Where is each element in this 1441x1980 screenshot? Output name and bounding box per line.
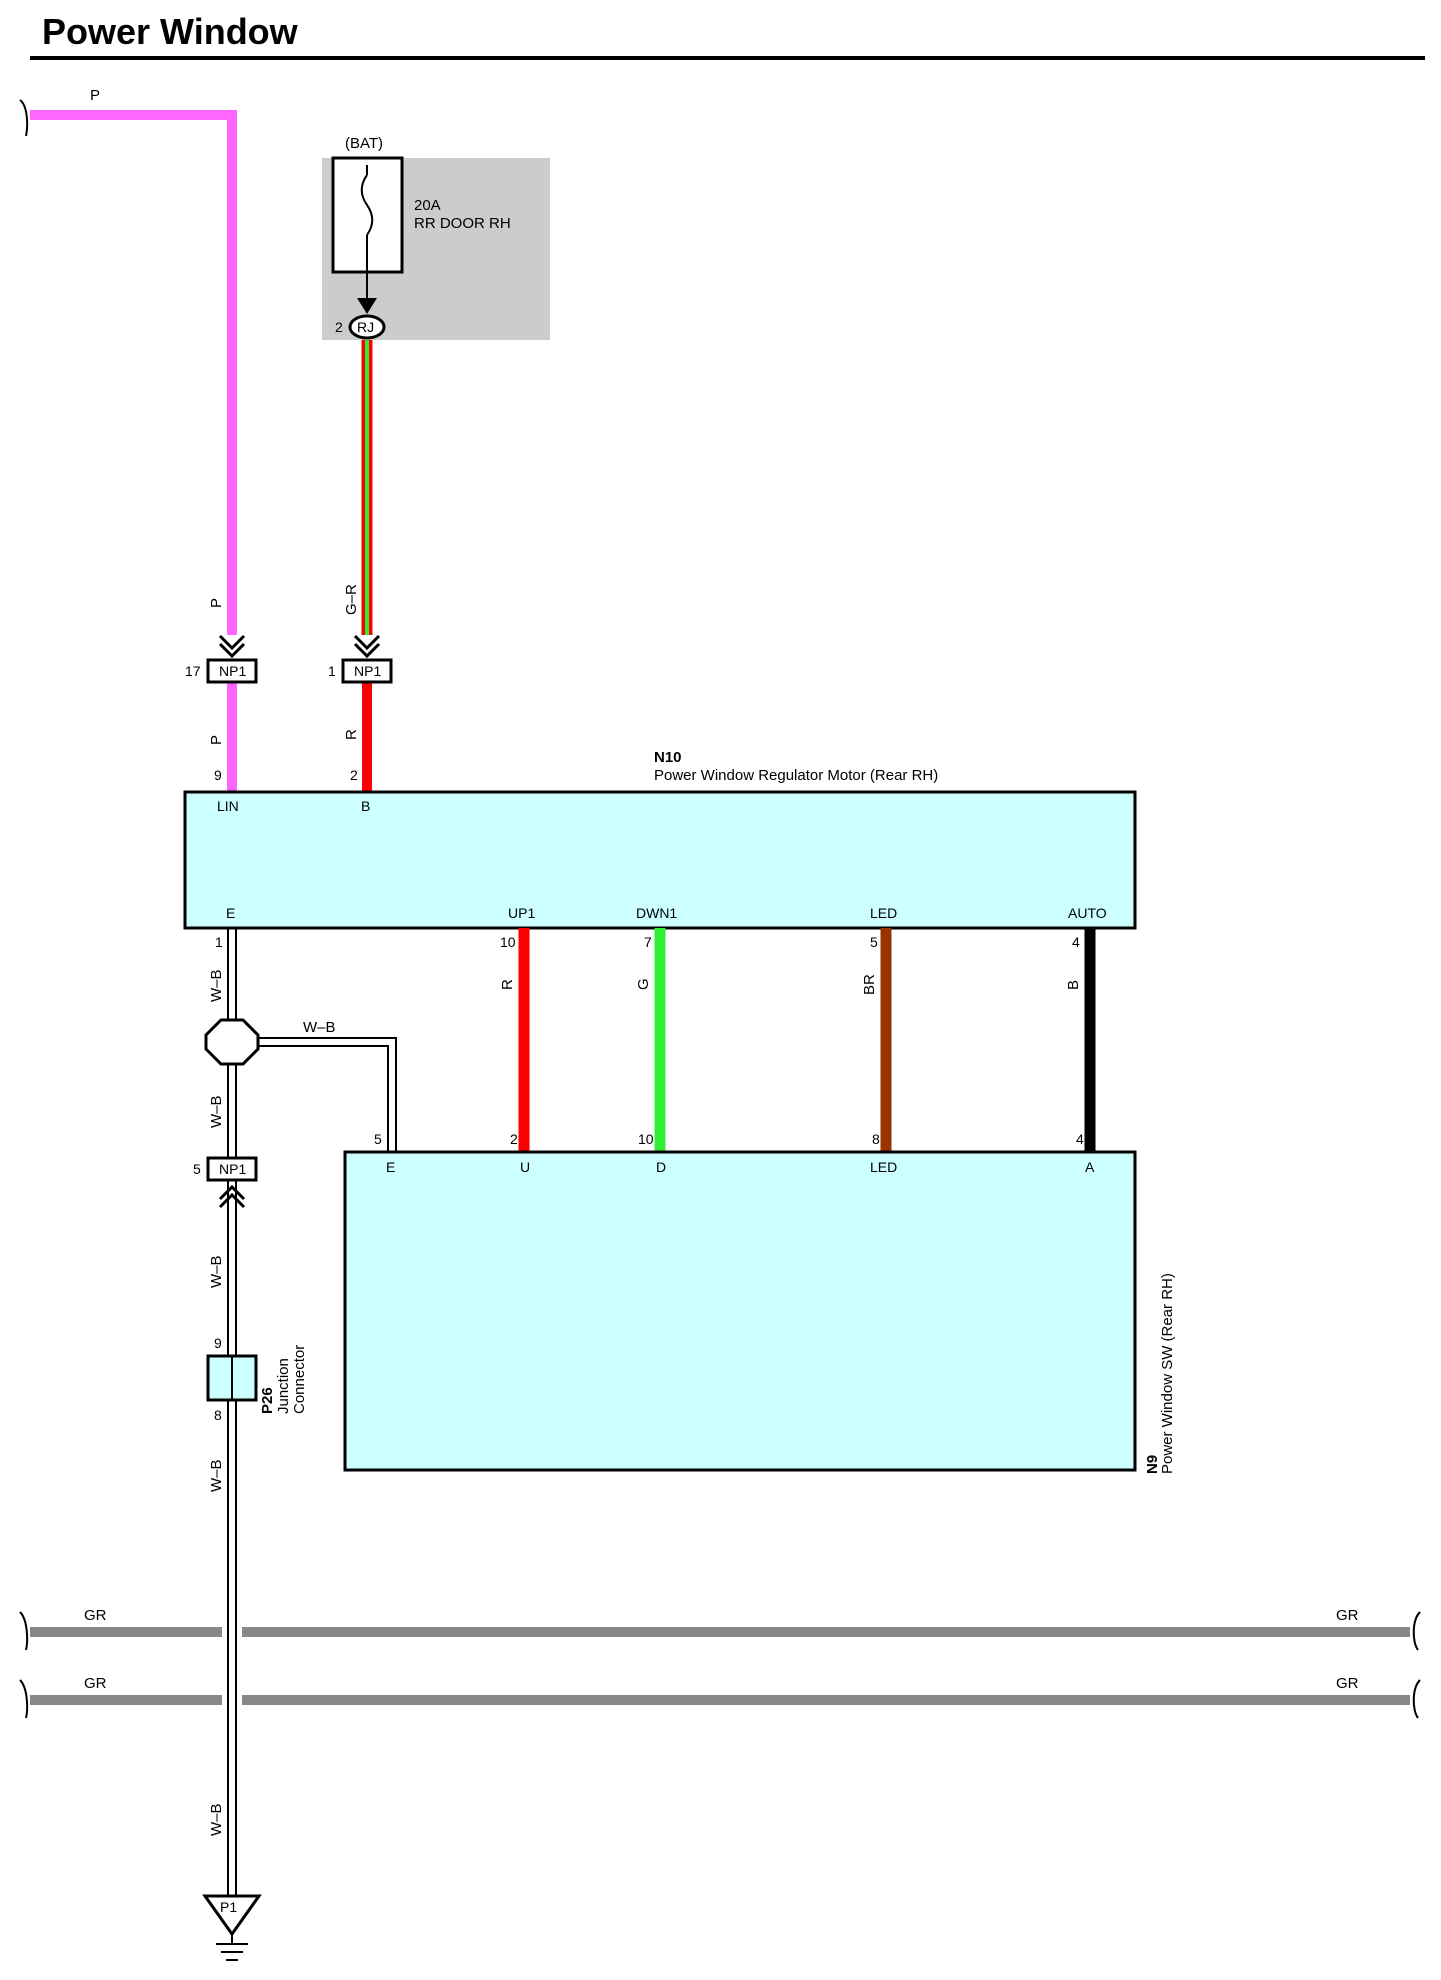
ground-wire-5-color: W–B bbox=[208, 1803, 225, 1836]
wire-auto-color: B bbox=[1065, 980, 1082, 990]
splice-point bbox=[204, 1018, 260, 1066]
switch-pin-u: 2 bbox=[510, 1131, 518, 1147]
connector-np1-feed-pin: 1 bbox=[328, 663, 336, 679]
junction-code: P26 bbox=[259, 1387, 276, 1414]
lin-wire-color: P bbox=[90, 87, 100, 104]
switch-label-u: U bbox=[520, 1159, 530, 1175]
motor-pin-led: 5 bbox=[870, 934, 878, 950]
ground-wire bbox=[218, 928, 397, 1906]
motor-pin-lin: 9 bbox=[214, 767, 222, 783]
motor-pin-e: 1 bbox=[215, 934, 223, 950]
wire-down-color: G bbox=[635, 978, 652, 990]
switch-label-a: A bbox=[1085, 1159, 1095, 1175]
motor-label-e: E bbox=[226, 905, 235, 921]
ground-branch-color: W–B bbox=[303, 1019, 336, 1036]
motor-name: Power Window Regulator Motor (Rear RH) bbox=[654, 767, 938, 784]
motor-label-b: B bbox=[361, 798, 370, 814]
bus-line-2 bbox=[19, 1679, 1421, 1719]
wire-up-color: R bbox=[499, 979, 516, 990]
fuse-rating: 20A bbox=[414, 197, 441, 214]
lin-down-color: P bbox=[208, 598, 225, 608]
motor-pin-b: 2 bbox=[350, 767, 358, 783]
motor-label-led: LED bbox=[870, 905, 897, 921]
lin-wire bbox=[19, 99, 246, 792]
switch-pin-e: 5 bbox=[374, 1131, 382, 1147]
page-title: Power Window bbox=[42, 11, 299, 52]
bus-line-1-left-color: GR bbox=[84, 1607, 107, 1624]
switch-label-d: D bbox=[656, 1159, 666, 1175]
motor-pin-dwn1: 7 bbox=[644, 934, 652, 950]
motor-label-dwn1: DWN1 bbox=[636, 905, 677, 921]
motor-pin-auto: 4 bbox=[1072, 934, 1080, 950]
wire-led-color: BR bbox=[861, 974, 878, 995]
connector-np1-feed-label: NP1 bbox=[354, 663, 381, 679]
bus-line-1 bbox=[19, 1611, 1421, 1651]
motor-label-auto: AUTO bbox=[1068, 905, 1107, 921]
fuse-arrow-icon bbox=[357, 298, 377, 314]
fuse-connector-rj bbox=[348, 314, 386, 340]
ground-label: P1 bbox=[220, 1899, 237, 1915]
fuse-name: RR DOOR RH bbox=[414, 215, 511, 232]
bus-line-2-left-color: GR bbox=[84, 1675, 107, 1692]
switch-box bbox=[343, 1150, 1137, 1472]
switch-name: Power Window SW (Rear RH) bbox=[1159, 1273, 1176, 1474]
connector-np1-lin-pin: 17 bbox=[185, 663, 201, 679]
ground-point bbox=[202, 1894, 262, 1937]
feed-after-color: R bbox=[343, 729, 360, 740]
motor-label-lin: LIN bbox=[217, 798, 239, 814]
feed-wire bbox=[353, 340, 381, 792]
feed-in-color: G–R bbox=[343, 584, 360, 615]
lin-after-color: P bbox=[208, 735, 225, 745]
junction-pin-top: 9 bbox=[214, 1335, 222, 1351]
motor-label-up1: UP1 bbox=[508, 905, 535, 921]
switch-code: N9 bbox=[1144, 1455, 1161, 1474]
connector-np1-lin bbox=[206, 658, 258, 684]
ground-wire-3-color: W–B bbox=[208, 1255, 225, 1288]
ground-icon bbox=[216, 1934, 248, 1961]
motor-pin-up1: 10 bbox=[500, 934, 516, 950]
connector-np1-feed bbox=[341, 658, 393, 684]
fuse-element-icon bbox=[360, 174, 374, 236]
switch-label-e: E bbox=[386, 1159, 395, 1175]
junction-line1: Junction bbox=[275, 1358, 292, 1414]
connector-np1-ground-pin: 5 bbox=[193, 1161, 201, 1177]
motor-code: N10 bbox=[654, 749, 682, 766]
ground-wire-2-color: W–B bbox=[208, 1095, 225, 1128]
fuse-connector-pin: 2 bbox=[335, 319, 343, 335]
junction-line2: Connector bbox=[291, 1345, 308, 1414]
fuse-connector-label: RJ bbox=[357, 319, 374, 335]
switch-label-led: LED bbox=[870, 1159, 897, 1175]
ground-wire-1-color: W–B bbox=[208, 969, 225, 1002]
switch-pin-d: 10 bbox=[638, 1131, 654, 1147]
connector-np1-lin-label: NP1 bbox=[219, 663, 246, 679]
connector-np1-ground bbox=[206, 1156, 258, 1182]
junction-pin-bottom: 8 bbox=[214, 1407, 222, 1423]
bus-line-2-right-color: GR bbox=[1336, 1675, 1359, 1692]
ground-wire-4-color: W–B bbox=[208, 1459, 225, 1492]
switch-pin-led: 8 bbox=[872, 1131, 880, 1147]
bus-line-1-right-color: GR bbox=[1336, 1607, 1359, 1624]
connector-np1-ground-label: NP1 bbox=[219, 1161, 246, 1177]
switch-pin-a: 4 bbox=[1076, 1131, 1084, 1147]
fuse-source: (BAT) bbox=[345, 135, 383, 152]
